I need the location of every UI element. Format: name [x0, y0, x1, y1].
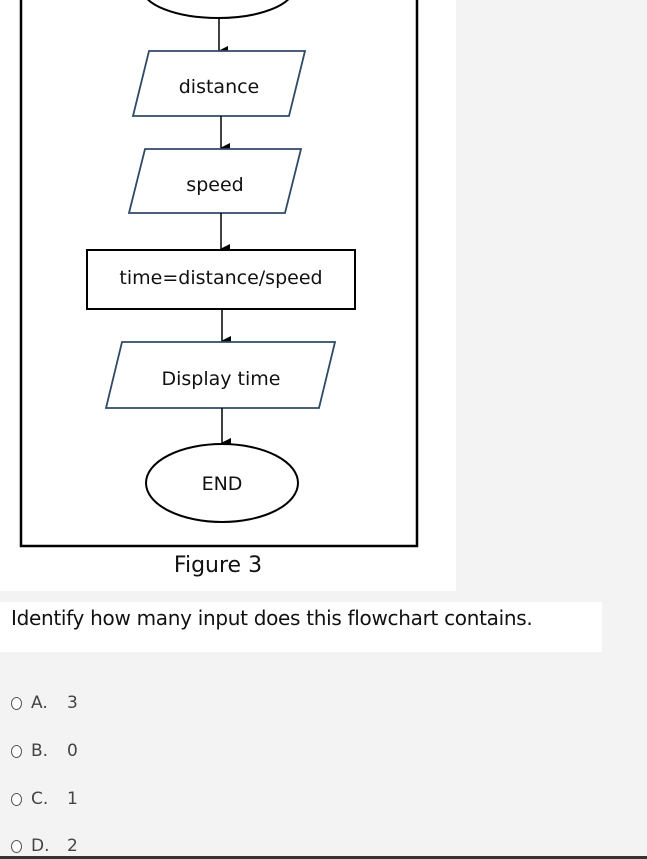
process-box	[86, 249, 356, 310]
figure-panel: distance speed time=distance/speed Displ…	[0, 0, 456, 591]
output-label: Display time	[161, 368, 280, 390]
radio-button[interactable]	[11, 792, 22, 806]
option-value: 1	[67, 789, 78, 809]
option-a[interactable]: A. 3	[11, 691, 78, 715]
input-speed-label: speed	[186, 174, 243, 196]
end-terminal	[145, 443, 299, 523]
option-letter: D.	[31, 836, 50, 856]
input-parallelogram-distance	[131, 50, 307, 117]
start-terminal	[146, 0, 290, 19]
input-parallelogram-speed	[127, 148, 303, 214]
option-value: 2	[67, 836, 78, 856]
question-text: Identify how many input does this flowch…	[11, 606, 533, 630]
radio-button[interactable]	[11, 696, 22, 710]
radio-button[interactable]	[11, 839, 22, 853]
figure-caption: Figure 3	[173, 553, 263, 578]
figure-border	[19, 0, 419, 548]
option-d[interactable]: D. 2	[11, 834, 78, 858]
option-letter: C.	[31, 789, 49, 809]
output-parallelogram	[104, 341, 337, 409]
divider	[0, 856, 647, 859]
option-value: 3	[67, 693, 78, 713]
question-box: Identify how many input does this flowch…	[0, 602, 602, 652]
option-letter: B.	[31, 741, 49, 761]
radio-button[interactable]	[11, 744, 22, 758]
option-b[interactable]: B. 0	[11, 739, 78, 763]
option-value: 0	[67, 741, 78, 761]
flowchart: distance speed time=distance/speed Displ…	[19, 0, 419, 548]
end-label: END	[202, 473, 243, 495]
process-label: time=distance/speed	[119, 267, 322, 289]
option-letter: A.	[31, 693, 48, 713]
option-c[interactable]: C. 1	[11, 787, 78, 811]
input-distance-label: distance	[179, 76, 260, 98]
